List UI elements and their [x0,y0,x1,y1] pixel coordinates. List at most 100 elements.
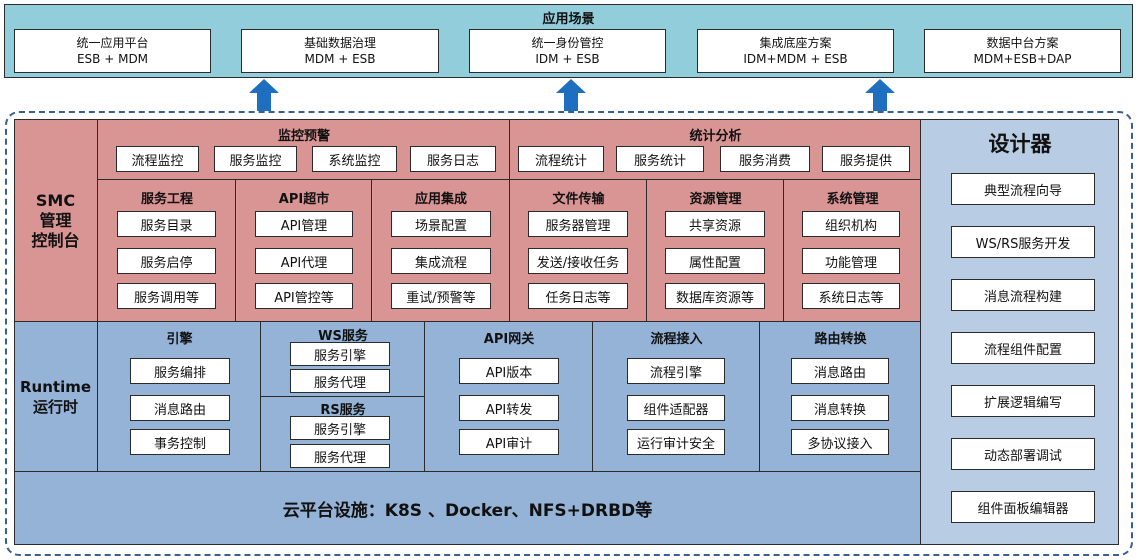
scenario-identity: 统一身份管控 IDM + ESB [469,29,666,73]
runtime-label-text: Runtime 运行时 [19,378,92,416]
runtime-gateway-title: API网关 [483,332,535,347]
runtime-engine-title: 引擎 [166,332,193,347]
runtime-rs [261,397,425,472]
scenario-tech: IDM+MDM + ESB [743,52,848,66]
designer-item: 扩展逻辑编写 [951,385,1095,417]
runtime-ws-title: WS服务 [318,329,368,344]
runtime-item: 服务编排 [130,358,230,384]
smc-label-text: SMC 管理 控制台 [31,190,80,250]
monitor-item-log: 服务日志 [410,146,496,172]
runtime-routing-title: 路由转换 [814,332,867,347]
scenario-tech: MDM + ESB [304,52,376,66]
runtime-item: 运行审计安全 [627,429,725,455]
scenario-data-middle: 数据中台方案 MDM+ESB+DAP [924,29,1121,73]
module-title: 文件传输 [552,192,605,207]
stat-item-provide: 服务提供 [822,146,910,172]
module-item: 数据库资源等 [665,283,765,309]
runtime-item: 消息路由 [791,358,889,384]
runtime-item: 服务代理 [290,369,390,393]
module-title: 服务工程 [140,192,193,207]
module-item: 发送/接收任务 [528,248,628,274]
runtime-item: 多协议接入 [791,429,889,455]
module-item: API管理 [255,211,353,237]
runtime-flow-title: 流程接入 [650,332,703,347]
module-service-engineering [98,180,236,322]
monitoring-title: 监控预警 [277,129,330,144]
module-title: 应用集成 [414,192,467,207]
runtime-rs-title: RS服务 [320,403,366,418]
module-item: 属性配置 [665,248,765,274]
module-item: 重试/预警等 [391,283,491,309]
stat-item-service: 服务统计 [616,146,704,172]
runtime-item: API审计 [459,429,559,455]
runtime-gateway [425,322,593,472]
runtime-item: 消息转换 [791,395,889,421]
module-api-market [236,180,372,322]
runtime-item: 事务控制 [130,429,230,455]
module-item: 场景配置 [391,211,491,237]
scenario-tech: MDM+ESB+DAP [973,52,1072,66]
scenario-data-governance: 基础数据治理 MDM + ESB [241,29,439,73]
up-arrow-icon [556,79,586,111]
scenario-unified-app: 统一应用平台 ESB + MDM [14,29,211,73]
stat-item-flow: 流程统计 [518,146,604,172]
runtime-engine [98,322,261,472]
module-item: 功能管理 [802,248,900,274]
smc-label: SMC 管理 控制台 [14,119,98,322]
runtime-item: 消息路由 [130,395,230,421]
module-item: API管控等 [255,283,353,309]
scenario-tech: IDM + ESB [535,52,600,66]
runtime-label: Runtime 运行时 [14,322,98,472]
statistics-title: 统计分析 [689,129,742,144]
scenario-name: 统一应用平台 [76,36,149,50]
runtime-item: 组件适配器 [627,395,725,421]
monitor-item-service: 服务监控 [214,146,297,172]
module-item: 任务日志等 [528,283,628,309]
module-item: 服务调用等 [117,283,216,309]
module-item: 集成流程 [391,248,491,274]
module-item: 服务器管理 [528,211,628,237]
module-item: 服务启停 [117,248,216,274]
module-resource-mgmt [647,180,784,322]
module-item: API代理 [255,248,353,274]
cloud-infra-label: 云平台设施：K8S 、Docker、NFS+DRBD等 [282,500,653,521]
designer-item: 消息流程构建 [951,279,1095,311]
module-title: 资源管理 [689,192,742,207]
designer-item: 组件面板编辑器 [951,491,1095,523]
module-item: 服务目录 [117,211,216,237]
runtime-item: 服务引擎 [290,342,390,366]
designer-item: WS/RS服务开发 [951,226,1095,258]
runtime-ws [261,322,425,397]
monitoring-section [98,119,510,180]
designer-title: 设计器 [988,132,1052,156]
monitor-item-flow: 流程监控 [116,146,199,172]
stat-item-consume: 服务消费 [720,146,810,172]
runtime-flow [593,322,760,472]
module-item: 组织机构 [802,211,900,237]
scenario-name: 统一身份管控 [531,36,604,50]
module-title: 系统管理 [826,192,879,207]
scenario-name: 集成底座方案 [759,36,832,50]
up-arrow-icon [249,79,279,111]
designer-item: 流程组件配置 [951,332,1095,364]
module-item: 系统日志等 [802,283,900,309]
statistics-section [510,119,921,180]
cloud-infra-region: 云平台设施：K8S 、Docker、NFS+DRBD等 [14,472,921,545]
module-file-transfer [510,180,647,322]
runtime-item: API版本 [459,358,559,384]
platform-dashed-frame [5,111,1133,556]
monitor-item-system: 系统监控 [312,146,397,172]
runtime-item: 服务代理 [290,444,390,468]
scenario-tech: ESB + MDM [76,52,149,66]
runtime-item: 服务引擎 [290,416,390,440]
scenario-name: 基础数据治理 [303,36,376,50]
runtime-item: 流程引擎 [627,358,725,384]
up-arrow-icon [865,79,895,111]
module-title: API超市 [278,192,330,207]
designer-item: 动态部署调试 [951,438,1095,470]
scenario-integration-base: 集成底座方案 IDM+MDM + ESB [697,29,894,73]
module-app-integration [372,180,510,322]
designer-item: 典型流程向导 [951,173,1095,205]
runtime-item: API转发 [459,395,559,421]
scenario-name: 数据中台方案 [986,36,1059,50]
